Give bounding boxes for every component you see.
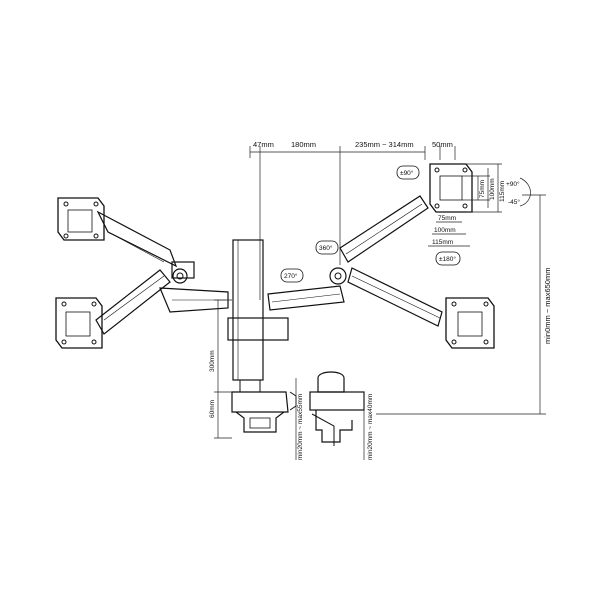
right-arm-lower xyxy=(267,267,443,327)
vesa-vertical-dims xyxy=(462,163,502,213)
vesa-115-horizontal: 115mm xyxy=(432,239,453,246)
pole-and-clamp xyxy=(227,239,297,433)
pole-height-dims xyxy=(214,299,232,439)
pole-300: 300mm xyxy=(209,350,216,372)
tilt-arc xyxy=(519,177,531,207)
left-arm-upper xyxy=(96,210,195,284)
base-60: 60mm xyxy=(209,400,216,418)
clamp-thickness-a: min20mm ~ max55mm xyxy=(297,394,304,460)
right-arm-upper xyxy=(329,195,429,285)
height-range: min0mm ~ max650mm xyxy=(543,268,552,344)
vesa-115-vertical: 115mm xyxy=(499,181,506,202)
vesa-100-vertical: 100mm xyxy=(489,178,496,200)
rotation-270-label: 270° xyxy=(284,272,298,280)
rotate-180-label: ±180° xyxy=(439,255,456,263)
rotation-360-label: 360° xyxy=(319,244,333,252)
vesa-100-horizontal: 100mm xyxy=(434,227,456,234)
height-range-dims xyxy=(376,194,546,415)
dim-reach: 235mm ~ 314mm xyxy=(355,140,414,149)
tilt-down-label: -45° xyxy=(508,198,520,206)
top-dimension-lines xyxy=(249,146,456,300)
vesa-horizontal-dims xyxy=(428,221,470,247)
dim-50: 50mm xyxy=(432,140,453,149)
tilt-up-label: +90° xyxy=(506,180,520,188)
left-vesa-plate-upper xyxy=(57,197,105,241)
swivel-90-label: ±90° xyxy=(400,169,414,177)
angle-badges xyxy=(280,165,461,283)
dim-180: 180mm xyxy=(291,140,316,149)
vesa-75-horizontal: 75mm xyxy=(438,215,456,222)
right-vesa-plate-upper xyxy=(429,163,473,213)
right-vesa-plate-lower xyxy=(445,297,495,349)
left-arm-lower xyxy=(95,269,229,335)
clamp-thickness-b: min20mm ~ max40mm xyxy=(367,394,374,460)
clamp-detail xyxy=(295,371,365,460)
left-vesa-plate-lower xyxy=(55,297,103,349)
vesa-75-vertical: 75mm xyxy=(479,180,486,198)
dim-47: 47mm xyxy=(253,140,274,149)
